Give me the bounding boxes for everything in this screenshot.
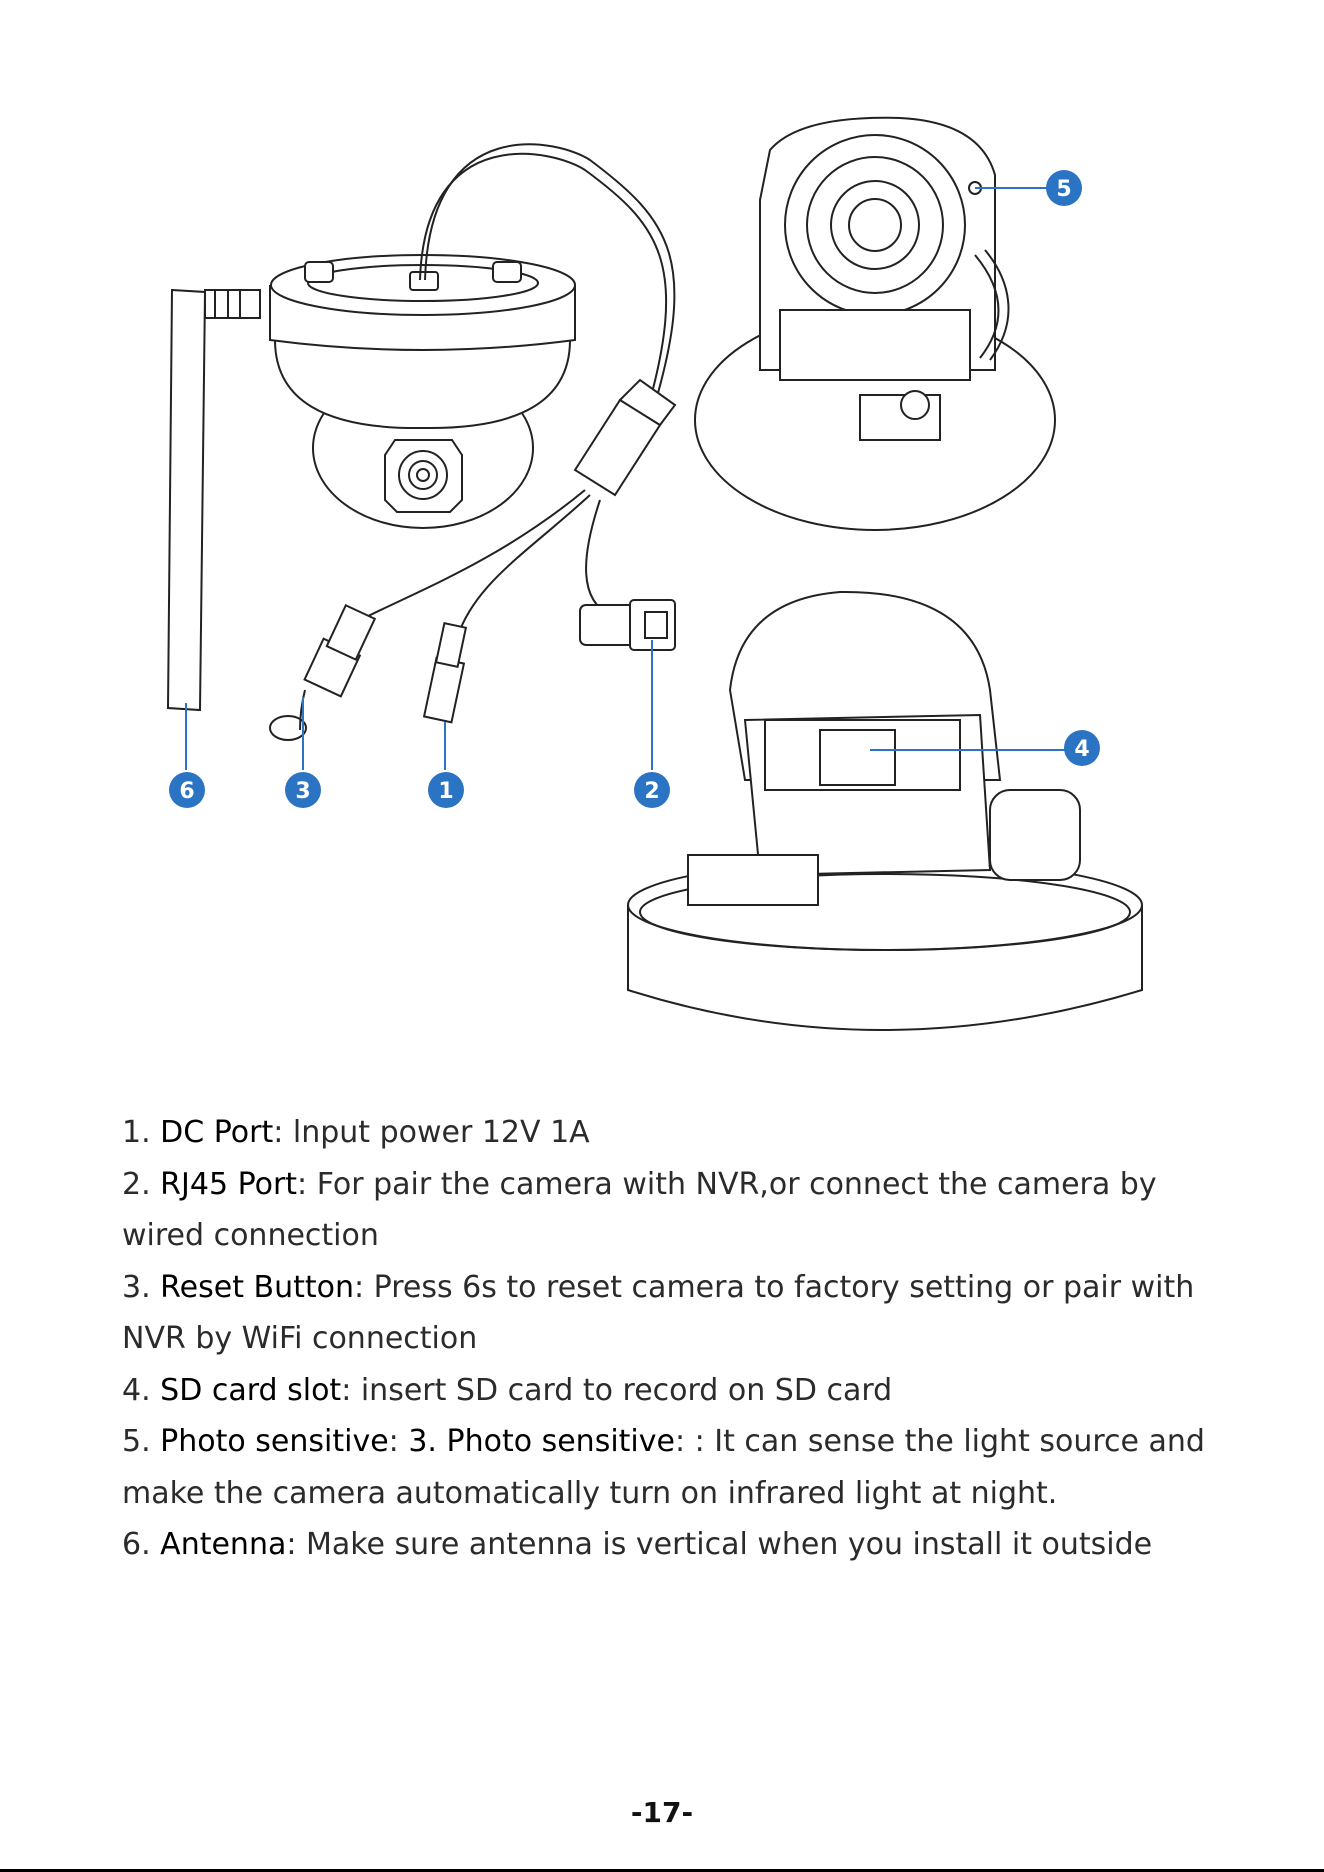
svg-text:3: 3 — [295, 779, 310, 804]
item-number: 6. — [122, 1527, 151, 1562]
item-number: 1. — [122, 1115, 151, 1150]
item-name: Photo sensitive — [160, 1424, 389, 1459]
list-item-dc-port: 1. DC Port: lnput power 12V 1A — [122, 1107, 1242, 1159]
camera-body-drawing — [269, 254, 576, 529]
item-number: 2. — [122, 1166, 151, 1202]
item-separator: : — [341, 1372, 352, 1408]
item-number: 3. — [122, 1269, 151, 1305]
svg-text:2: 2 — [644, 779, 659, 804]
item-separator: : — [354, 1269, 365, 1305]
item-description: For pair the camera with NVR,or connect … — [122, 1166, 1157, 1254]
list-item-sd-card-slot: 4. SD card slot: insert SD card to recor… — [122, 1365, 1242, 1417]
item-number: 4. — [122, 1372, 151, 1408]
svg-text:5: 5 — [1056, 177, 1071, 202]
feature-list: 1. DC Port: lnput power 12V 1A 2. RJ45 P… — [122, 1107, 1242, 1571]
list-item-reset-button: 3. Reset Button: Press 6s to reset camer… — [122, 1262, 1242, 1365]
callout-5: 5 — [1046, 170, 1082, 206]
item-description: Make sure antenna is vertical when you i… — [296, 1527, 1153, 1562]
svg-text:6: 6 — [179, 779, 194, 804]
dome-open-drawing — [627, 590, 1143, 1031]
item-description: insert SD card to record on SD card — [351, 1372, 893, 1408]
cables-drawing — [269, 143, 677, 741]
item-separator: : — [297, 1166, 308, 1202]
callout-2: 2 — [634, 772, 670, 808]
svg-text:1: 1 — [438, 779, 453, 804]
item-name: Antenna — [160, 1527, 287, 1562]
callout-3: 3 — [285, 772, 321, 808]
item-name: RJ45 Port — [160, 1166, 298, 1202]
camera-internals-drawing — [694, 116, 1056, 531]
svg-text:4: 4 — [1074, 737, 1089, 762]
item-description: lnput power 12V 1A — [283, 1115, 590, 1150]
list-item-rj45-port: 2. RJ45 Port: For pair the camera with N… — [122, 1159, 1242, 1262]
item-name: Reset Button — [160, 1269, 354, 1305]
item-number: 5. — [122, 1424, 151, 1459]
item-description: Press 6s to reset camera to factory sett… — [122, 1269, 1195, 1357]
page-bottom-rule — [0, 1869, 1324, 1872]
callout-1: 1 — [428, 772, 464, 808]
list-item-antenna: 6. Antenna: Make sure antenna is vertica… — [122, 1519, 1242, 1571]
list-item-photo-sensitive: 5. Photo sensitive: 3. Photo sensitive: … — [122, 1416, 1242, 1519]
item-separator: : — [273, 1115, 284, 1150]
item-name-repeat: 3. Photo sensitive — [408, 1424, 675, 1459]
callout-4: 4 — [1064, 730, 1100, 766]
item-name: SD card slot — [160, 1372, 342, 1408]
item-separator: : — [286, 1527, 297, 1562]
item-name: DC Port — [160, 1115, 274, 1150]
camera-illustration: 1 2 3 4 5 6 — [166, 116, 1143, 1031]
item-separator: : — [674, 1424, 686, 1459]
callout-leaders — [185, 187, 1066, 770]
page-number: -17- — [630, 1796, 694, 1829]
callout-6: 6 — [169, 772, 205, 808]
item-description: : It can sense the light source and make… — [122, 1424, 1205, 1511]
item-separator: : — [388, 1424, 409, 1459]
antenna-drawing — [166, 288, 261, 712]
